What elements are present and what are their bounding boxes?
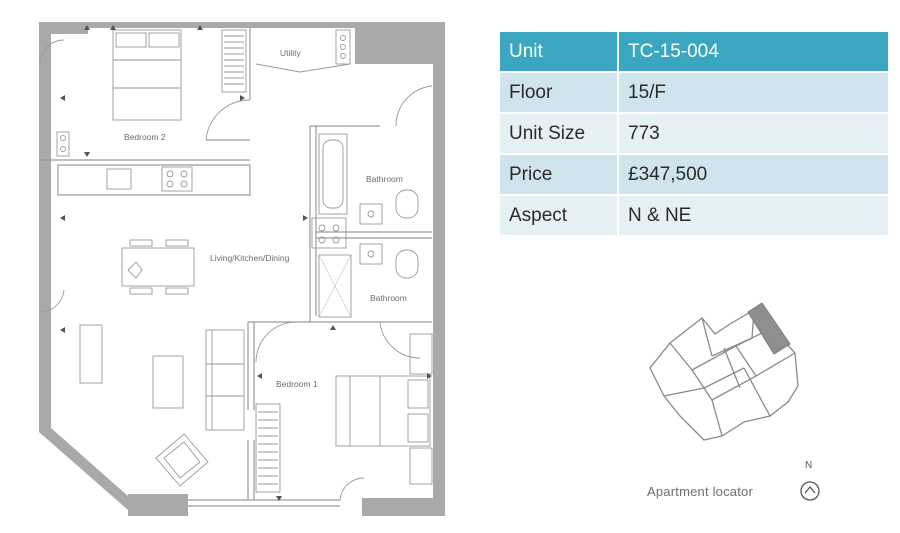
living-furniture [79, 324, 245, 487]
spec-label: Aspect [500, 196, 619, 237]
bed-bedroom1 [255, 333, 433, 493]
exterior-walls [39, 22, 445, 516]
utility-fixtures [255, 29, 351, 73]
room-label-living-kitchen-dining: Living/Kitchen/Dining [210, 253, 290, 263]
apartment-locator-label: Apartment locator [647, 484, 754, 499]
spec-row: Price£347,500 [500, 155, 888, 196]
north-label: N [805, 460, 812, 471]
interior-walls [40, 28, 432, 507]
spec-value: 773 [619, 114, 888, 155]
spec-value: N & NE [619, 196, 888, 237]
floor-plan: Bedroom 2 Utility Bathroom Living/Kitche… [39, 22, 445, 516]
room-label-bathroom-lower: Bathroom [370, 293, 407, 303]
spec-value: £347,500 [619, 155, 888, 196]
kitchen-fixtures [106, 166, 193, 192]
bed-bedroom2 [56, 29, 247, 157]
apartment-locator-diagram [649, 302, 799, 441]
room-label-bedroom1: Bedroom 1 [276, 379, 318, 389]
spec-label: Floor [500, 73, 619, 114]
room-label-bathroom-upper: Bathroom [366, 174, 403, 184]
bathroom-upper-fixtures [311, 133, 419, 249]
room-label-bedroom2: Bedroom 2 [124, 132, 166, 142]
doors [39, 39, 433, 501]
spec-label: Unit [500, 32, 619, 73]
spec-label: Price [500, 155, 619, 196]
spec-value: 15/F [619, 73, 888, 114]
north-arrow-icon: N [800, 460, 820, 501]
bathroom-lower-fixtures [318, 243, 419, 318]
room-label-utility: Utility [280, 48, 302, 58]
dimension-markers [60, 25, 432, 501]
dining-table [121, 239, 195, 295]
spec-value: TC-15-004 [619, 32, 888, 73]
highlighted-unit [747, 302, 791, 355]
spec-label: Unit Size [500, 114, 619, 155]
